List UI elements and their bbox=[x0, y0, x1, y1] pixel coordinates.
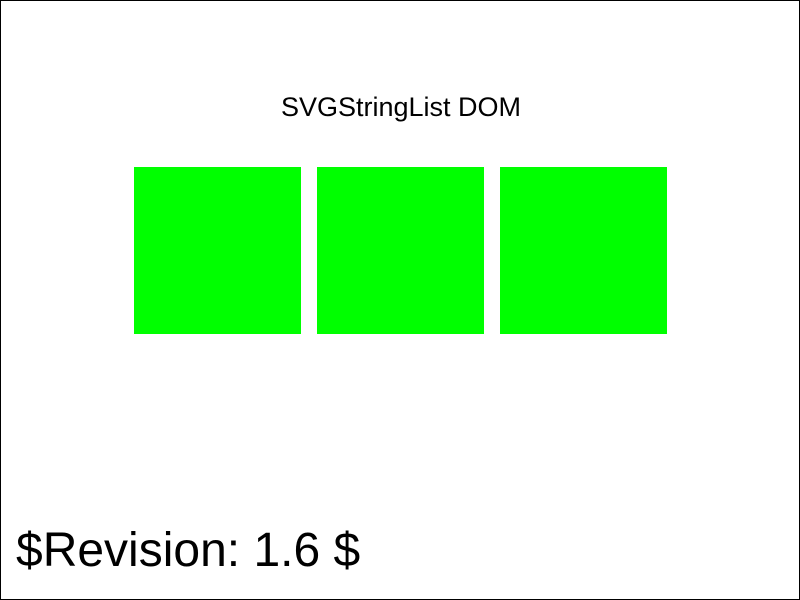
test-title: SVGStringList DOM bbox=[280, 92, 522, 122]
result-square-3 bbox=[500, 167, 667, 334]
result-square-2 bbox=[317, 167, 484, 334]
revision-label: $Revision: 1.6 $ bbox=[16, 524, 361, 577]
result-square-1 bbox=[134, 167, 301, 334]
